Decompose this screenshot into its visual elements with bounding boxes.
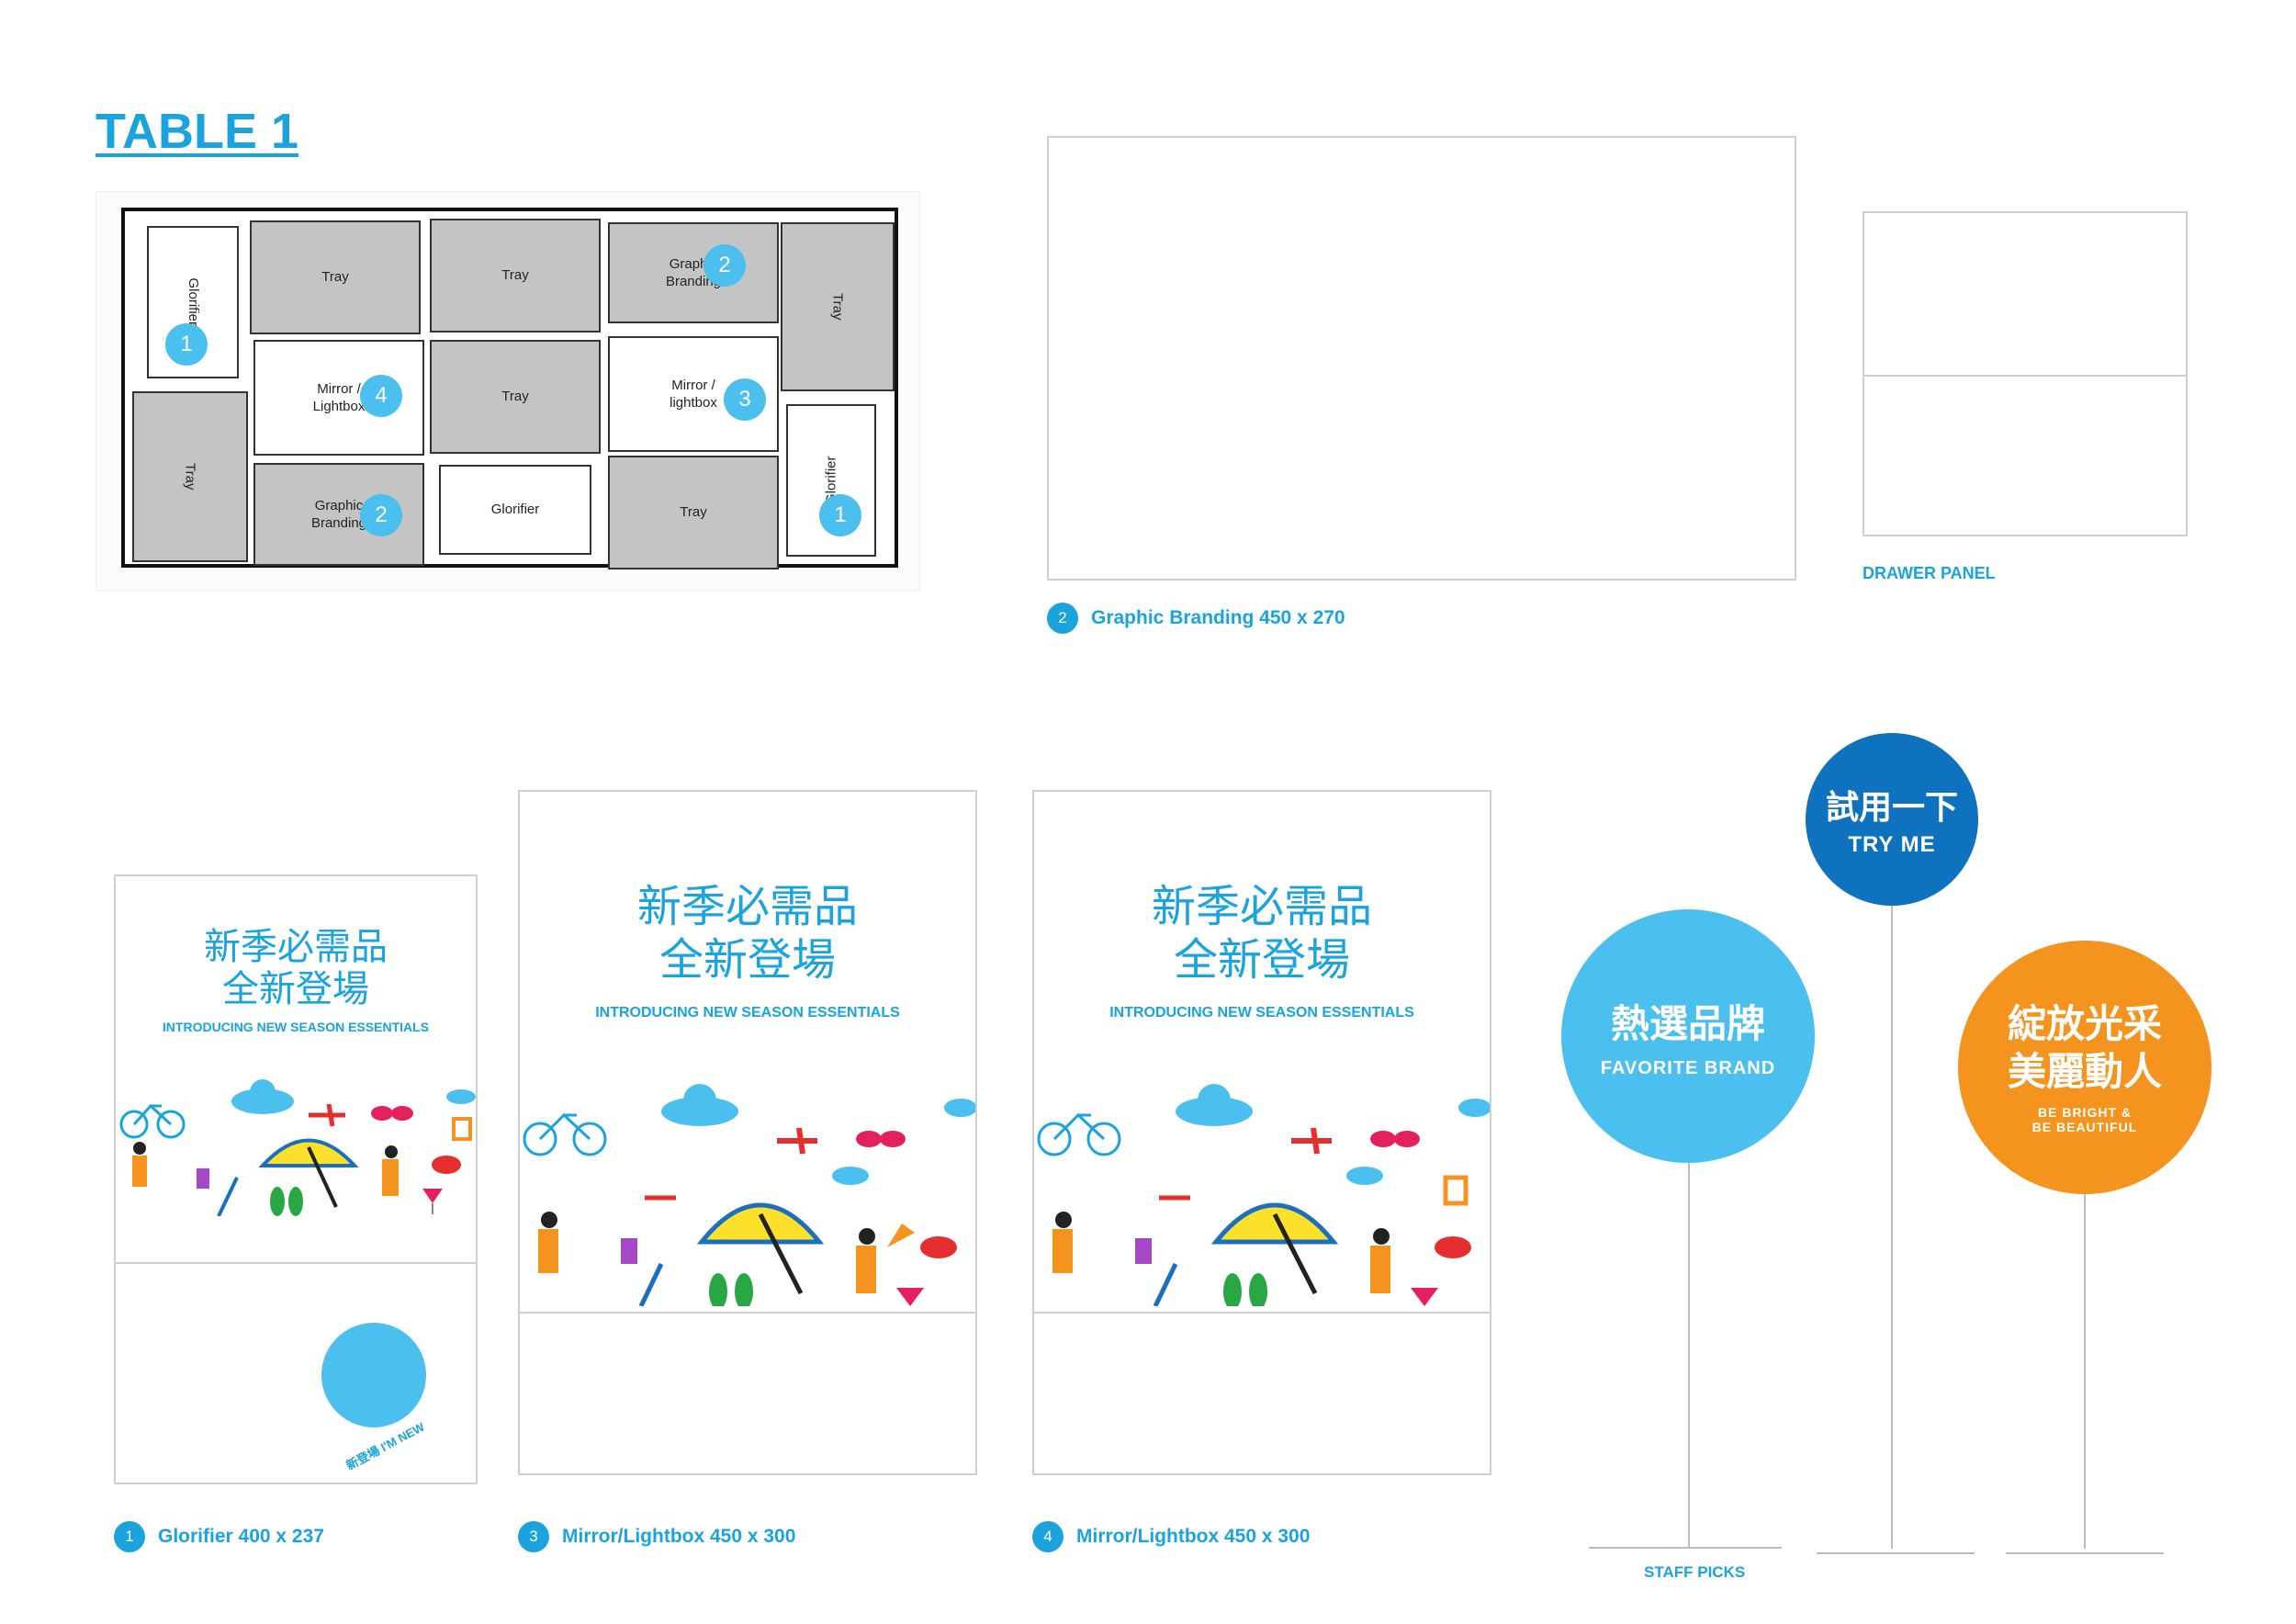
flip-flops-icon [1223,1273,1267,1306]
sign-base [2006,1552,2164,1554]
airplane-icon [309,1103,345,1127]
brush-icon [638,1262,664,1306]
bicycle-icon [1037,1112,1121,1156]
board-title: 新季必需品 全新登場 [204,926,388,1010]
cloud-icon [832,1167,869,1185]
board-subtitle: INTRODUCING NEW SEASON ESSENTIALS [162,1020,430,1034]
sunglasses-icon [371,1106,413,1121]
bicycle-icon [119,1103,186,1139]
plan-pin: 2 [360,494,402,536]
drawer-panel-label: DRAWER PANEL [1863,564,1996,582]
be-bright-sign: 綻放光采 美麗動人 BE BRIGHT & BE BEAUTIFUL [1958,941,2212,1194]
plan-cell-tray[interactable]: Tray [430,219,601,333]
perfume-icon [452,1117,472,1141]
plan-cell-tray[interactable]: Tray [430,340,601,454]
plan-cell-tray[interactable]: Tray [608,456,779,570]
lips-icon [920,1236,957,1258]
perfume-icon [1443,1175,1469,1206]
cloud-icon [231,1079,294,1114]
graphic-branding-panel [1047,136,1796,581]
favorite-brand-sign: 熱選品牌 FAVORITE BRAND [1561,909,1815,1163]
flip-flops-icon [270,1187,303,1216]
cocktail-icon [422,1189,443,1214]
plan-pin: 2 [703,244,746,287]
bicycle-icon [523,1112,607,1156]
board-subtitle: INTRODUCING NEW SEASON ESSENTIALS [1109,1005,1414,1021]
cloud-icon [446,1089,476,1104]
caption-number: 1 [114,1521,145,1552]
brush-icon [1153,1262,1178,1306]
mirror-lightbox-board: 新季必需品 全新登場 INTRODUCING NEW SEASON ESSENT… [518,790,977,1475]
plan-pin: 3 [724,378,766,421]
staff-picks-label: STAFF PICKS [1644,1563,1746,1581]
mirror-lightbox-board: 新季必需品 全新登場 INTRODUCING NEW SEASON ESSENT… [1032,790,1491,1475]
person-icon [382,1145,399,1196]
drink-icon [1135,1238,1152,1264]
caption-number: 4 [1032,1521,1064,1552]
cloud-icon [1458,1099,1490,1117]
sign-base [1817,1552,1975,1554]
person-icon [1052,1212,1073,1273]
drawer-panel [1863,211,2188,536]
plan-pin: 4 [360,375,402,417]
umbrella-icon [258,1138,359,1208]
drink-icon [197,1168,209,1189]
board-title: 新季必需品 全新登場 [1151,881,1372,986]
cloud-icon [1176,1084,1253,1126]
sunglasses-icon [856,1131,906,1147]
mirror-lightbox-3-caption: 3 Mirror/Lightbox 450 x 300 [518,1521,795,1552]
cloud-icon [944,1099,975,1117]
try-me-sign: 試用一下 TRY ME [1806,733,1978,906]
summer-illustration [1037,1084,1490,1306]
cloud-icon [661,1084,738,1126]
page-title: TABLE 1 [96,104,299,159]
plan-pin: 1 [819,494,861,536]
person-icon [538,1212,558,1273]
plan-cell-tray[interactable]: Tray [781,222,895,391]
graphic-branding-caption: 2 Graphic Branding 450 x 270 [1047,603,1345,634]
caption-number: 2 [1047,603,1078,634]
cloud-icon [1346,1167,1383,1185]
board-title: 新季必需品 全新登場 [636,881,858,986]
board-divider [1034,1312,1490,1314]
flip-flops-icon [709,1273,753,1306]
person-icon [132,1142,147,1187]
board-subtitle: INTRODUCING NEW SEASON ESSENTIALS [595,1005,900,1021]
plan-cell-tray[interactable]: Tray [250,220,421,334]
sign-pole [2084,1157,2086,1549]
brush-icon [217,1177,239,1216]
mirror-lightbox-4-caption: 4 Mirror/Lightbox 450 x 300 [1032,1521,1310,1552]
ice-cream-icon [887,1224,915,1247]
drawer-divider [1864,375,2186,377]
glorifier-caption: 1 Glorifier 400 x 237 [114,1521,324,1552]
cocktail-icon [1411,1288,1438,1306]
lips-icon [1435,1236,1471,1258]
sunglasses-icon [1370,1131,1420,1147]
airplane-icon [1291,1127,1332,1155]
airplane-icon [777,1127,817,1155]
drink-icon [621,1238,637,1264]
floor-plan: Glorifier Tray Tray Graphic Branding Tra… [121,208,898,570]
cocktail-icon [896,1288,924,1306]
summer-illustration [119,1079,476,1216]
caption-number: 3 [518,1521,549,1552]
glorifier-board: 新季必需品 全新登場 INTRODUCING NEW SEASON ESSENT… [114,874,478,1484]
plan-cell-glorifier[interactable]: Glorifier [439,465,591,555]
plan-cell-tray[interactable]: Tray [132,391,248,562]
board-divider [116,1262,476,1264]
board-divider [520,1312,975,1314]
plan-cell-graphic-branding[interactable]: Graphic Branding [608,222,779,323]
sign-base [1589,1547,1782,1549]
umbrella-icon [696,1202,825,1295]
im-new-badge [321,1323,426,1427]
person-icon [1370,1228,1390,1293]
lips-icon [432,1156,461,1174]
sign-pole [1891,882,1893,1549]
summer-illustration [523,1084,975,1306]
sign-pole [1688,1102,1690,1549]
plan-pin: 1 [165,323,208,366]
person-icon [856,1228,876,1293]
umbrella-icon [1210,1202,1339,1295]
